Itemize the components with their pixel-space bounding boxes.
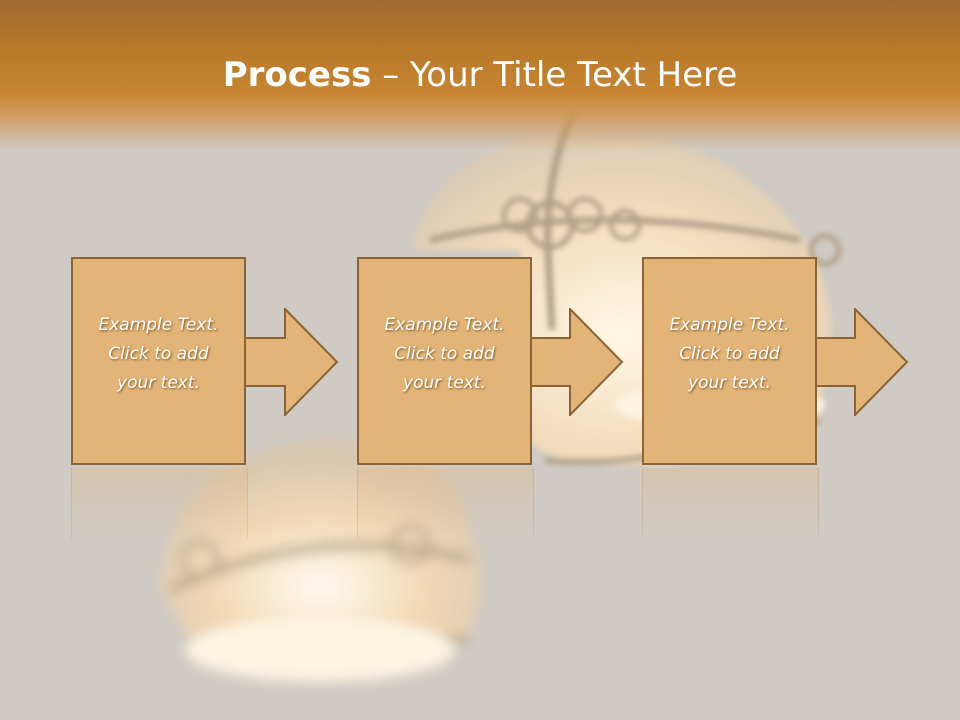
process-step-1[interactable]: Example Text. Click to add your text. xyxy=(71,257,246,465)
step-text-line: Example Text. xyxy=(98,315,219,335)
step-reflection xyxy=(71,468,248,538)
step-text-line: your text. xyxy=(403,373,486,393)
step-reflection xyxy=(642,468,819,538)
arrow-right-icon xyxy=(813,308,909,416)
step-text-line: your text. xyxy=(117,373,200,393)
step-box xyxy=(71,257,246,465)
title-band xyxy=(0,0,960,150)
title-rest-part: – Your Title Text Here xyxy=(371,55,738,95)
step-text-line: Click to add xyxy=(679,344,780,364)
arrow-right-icon xyxy=(528,308,624,416)
process-step-3[interactable]: Example Text. Click to add your text. xyxy=(642,257,817,465)
title-bold-part: Process xyxy=(222,55,372,95)
step-text[interactable]: Example Text. Click to add your text. xyxy=(357,311,532,398)
step-text[interactable]: Example Text. Click to add your text. xyxy=(642,311,817,398)
step-text-line: Example Text. xyxy=(669,315,790,335)
arrow-right-icon xyxy=(243,308,339,416)
process-step-2[interactable]: Example Text. Click to add your text. xyxy=(357,257,532,465)
step-text-line: your text. xyxy=(688,373,771,393)
step-box xyxy=(642,257,817,465)
step-text-line: Click to add xyxy=(394,344,495,364)
lower-lamp xyxy=(160,439,480,682)
step-reflection xyxy=(357,468,534,538)
slide-title[interactable]: Process – Your Title Text Here xyxy=(0,52,960,98)
step-text-line: Example Text. xyxy=(384,315,505,335)
step-text-line: Click to add xyxy=(108,344,209,364)
step-text[interactable]: Example Text. Click to add your text. xyxy=(71,311,246,398)
step-box xyxy=(357,257,532,465)
